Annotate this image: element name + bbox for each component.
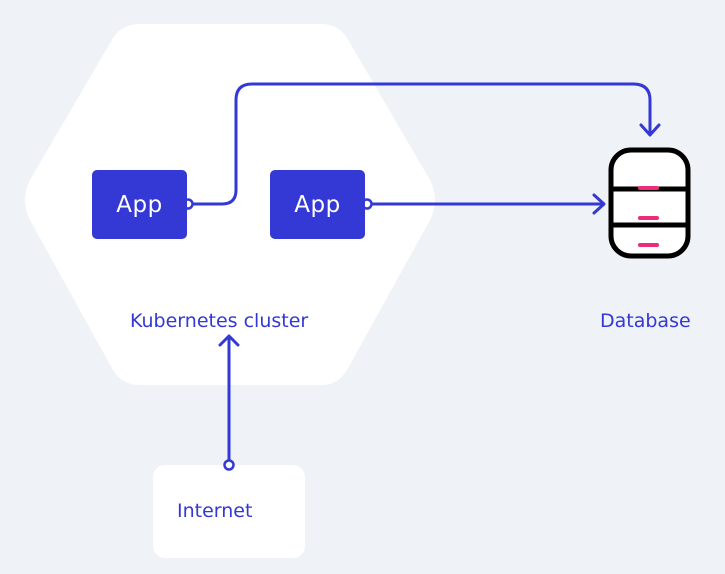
internet-label: Internet — [177, 500, 253, 522]
cluster-label: Kubernetes cluster — [130, 310, 309, 332]
app-node: App — [92, 170, 187, 239]
arrowhead-up — [218, 334, 240, 347]
internet-node — [153, 465, 305, 558]
database-icon — [608, 147, 691, 259]
connector-app1-to-database — [189, 82, 652, 206]
kubernetes-cluster-hexagon — [25, 24, 435, 385]
arrowhead-right — [592, 193, 606, 215]
app-label: App — [294, 191, 341, 218]
app-node: App — [270, 170, 365, 239]
arrowhead-down — [639, 123, 661, 137]
database-label: Database — [600, 310, 691, 332]
app-label: App — [116, 191, 163, 218]
